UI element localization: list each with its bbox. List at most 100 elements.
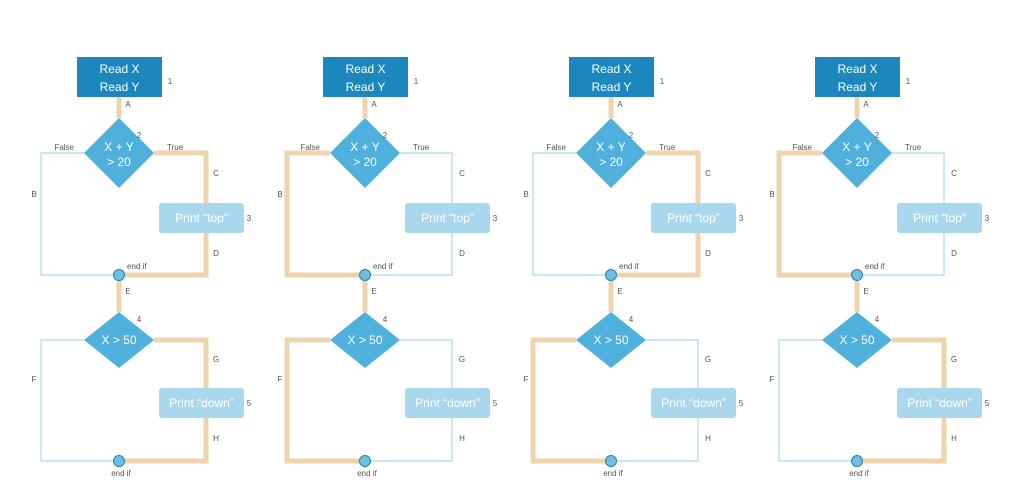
read-x-text: Read X [99, 62, 139, 76]
decision-gt50-diamond [822, 312, 892, 368]
end-if-join-2 [605, 455, 617, 467]
edge-h [365, 418, 453, 462]
decision-sum-line2: > 20 [845, 155, 869, 169]
decision-sum-line1: X + Y [104, 140, 133, 154]
edge-g [646, 339, 699, 388]
edge-b [40, 152, 119, 276]
edge-label-b: B [277, 190, 282, 199]
edge-label-c: C [951, 169, 957, 178]
edge-label-e: E [371, 287, 376, 296]
node-number-1: 1 [906, 77, 911, 86]
print-down-text: Print “down” [169, 396, 234, 410]
edge-label-d: D [705, 249, 711, 258]
edge-c [892, 152, 945, 203]
branch-label-false: False [792, 143, 812, 152]
branch-label-true: True [659, 143, 676, 152]
print-top-text: Print “top” [421, 211, 474, 225]
node-number-3: 3 [739, 214, 744, 223]
node-number-5: 5 [247, 399, 252, 408]
print-top-text: Print “top” [667, 211, 720, 225]
edge-f [778, 339, 857, 462]
read-x-text: Read X [591, 62, 631, 76]
highlight-edge-b [284, 150, 365, 278]
end-if-label-1: end if [865, 262, 885, 271]
read-x-text: Read X [345, 62, 385, 76]
print-top-text: Print “top” [913, 211, 966, 225]
end-if-join-2 [359, 455, 371, 467]
end-if-label-2: end if [849, 469, 869, 478]
edge-label-a: A [617, 100, 623, 109]
decision-sum-line1: X + Y [350, 140, 379, 154]
decision-gt50-diamond [330, 312, 400, 368]
edge-label-h: H [459, 434, 465, 443]
branch-label-false: False [54, 143, 74, 152]
edge-f [40, 339, 119, 462]
edge-label-c: C [705, 169, 711, 178]
read-y-text: Read Y [592, 80, 632, 94]
print-down-text: Print “down” [661, 396, 726, 410]
read-xy-box [323, 57, 408, 97]
highlight-edge-d [611, 233, 701, 278]
print-top-box [651, 203, 736, 233]
edge-d [365, 233, 453, 276]
end-if-label-2: end if [603, 469, 623, 478]
edge-label-g: G [213, 355, 219, 364]
edge-label-e: E [863, 287, 868, 296]
print-down-box [897, 388, 982, 418]
branch-label-false: False [300, 143, 320, 152]
edge-label-a: A [371, 100, 377, 109]
print-top-box [897, 203, 982, 233]
edge-label-f: F [770, 375, 775, 384]
node-number-2: 2 [137, 131, 142, 140]
decision-sum-line2: > 20 [353, 155, 377, 169]
highlight-edge-b [776, 150, 857, 278]
node-number-1: 1 [414, 77, 419, 86]
branch-label-true: True [905, 143, 922, 152]
highlight-edge-h [119, 418, 209, 464]
decision-sum-line2: > 20 [107, 155, 131, 169]
node-number-1: 1 [660, 77, 665, 86]
read-xy-box [569, 57, 654, 97]
edge-g [400, 339, 453, 388]
node-number-4: 4 [875, 315, 880, 324]
node-number-3: 3 [493, 214, 498, 223]
read-y-text: Read Y [346, 80, 386, 94]
node-number-4: 4 [137, 315, 142, 324]
read-x-text: Read X [837, 62, 877, 76]
decision-sum-line1: X + Y [596, 140, 625, 154]
branch-label-true: True [413, 143, 430, 152]
edge-label-d: D [951, 249, 957, 258]
decision-sum-line2: > 20 [599, 155, 623, 169]
decision-sum-diamond [576, 118, 646, 188]
node-number-2: 2 [629, 131, 634, 140]
end-if-label-1: end if [373, 262, 393, 271]
edge-c [400, 152, 453, 203]
edge-label-f: F [32, 375, 37, 384]
print-down-text: Print “down” [415, 396, 480, 410]
branch-label-true: True [167, 143, 184, 152]
print-down-text: Print “down” [907, 396, 972, 410]
print-top-box [405, 203, 490, 233]
end-if-join-1 [113, 269, 125, 281]
edge-label-h: H [951, 434, 957, 443]
highlight-edge-c [154, 150, 209, 203]
edge-label-e: E [125, 287, 130, 296]
highlight-edge-g [892, 337, 947, 388]
decision-gt50-diamond [84, 312, 154, 368]
edge-label-g: G [459, 355, 465, 364]
decision-gt50-diamond [576, 312, 646, 368]
decision-gt50-text: X > 50 [593, 333, 628, 347]
end-if-label-2: end if [111, 469, 131, 478]
edge-d [857, 233, 945, 276]
end-if-join-1 [605, 269, 617, 281]
edge-label-b: B [523, 190, 528, 199]
node-number-3: 3 [985, 214, 990, 223]
edge-label-c: C [459, 169, 465, 178]
node-number-4: 4 [383, 315, 388, 324]
decision-gt50-text: X > 50 [347, 333, 382, 347]
end-if-label-1: end if [619, 262, 639, 271]
node-number-2: 2 [875, 131, 880, 140]
